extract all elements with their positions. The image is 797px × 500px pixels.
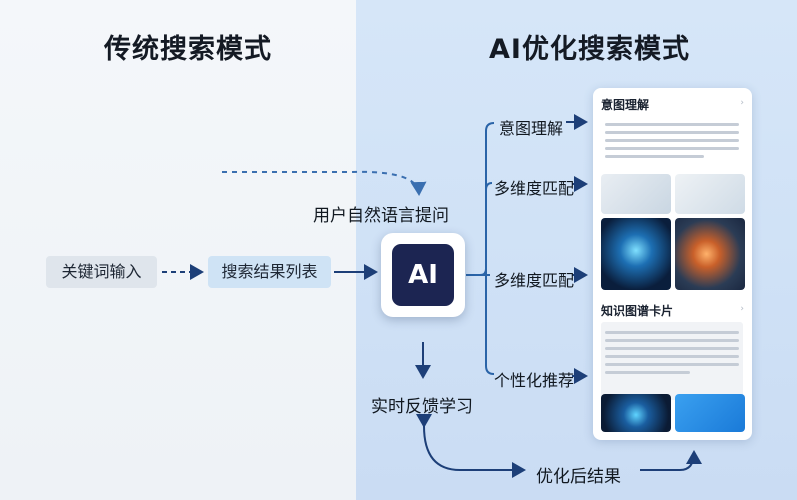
search-result-list-box: 搜索结果列表 [208,256,331,288]
ai-title: AI优化搜索模式 [489,34,690,65]
branch-label-multi-match-2: 多维度匹配 [494,271,575,290]
text-line [605,155,705,158]
data-sphere-image [601,394,671,432]
optimized-result-label: 优化后结果 [536,467,621,487]
intent-text-placeholder [601,118,743,163]
feedback-loop-curve [415,413,526,478]
chevron-right-icon: › [740,304,744,314]
text-line [605,331,739,334]
text-line [605,363,739,366]
traditional-title: 传统搜索模式 [104,34,272,65]
knowledge-text-placeholder [601,322,743,400]
natural-language-question-label: 用户自然语言提问 [313,206,449,226]
lab-equipment-image [601,174,671,214]
text-line [605,347,739,350]
panel-intent-heading: 意图理解 [601,98,650,112]
ai-icon: AI [392,244,454,306]
digital-chip-image [601,218,671,290]
text-line [605,355,739,358]
chevron-right-icon: › [740,98,744,108]
branch-trunk [466,122,495,276]
text-line [605,139,739,142]
blue-banner-image [675,394,745,432]
text-line [605,339,739,342]
branch-mid1 [485,182,493,191]
text-line [605,131,739,134]
arrow-result-to-panel [640,450,702,471]
text-line [605,147,739,150]
keyword-input-box: 关键词输入 [46,256,157,288]
ai-node: AI [381,233,465,317]
branch-lower [485,269,495,375]
dashed-curve-to-question [222,170,427,196]
branch-label-personalized: 个性化推荐 [494,371,575,390]
feedback-learning-label: 实时反馈学习 [371,397,473,417]
traditional-section-bg [0,0,356,500]
text-line [605,371,691,374]
text-line [605,123,739,126]
branch-label-intent: 意图理解 [499,119,564,138]
panel-knowledge-card-heading: 知识图谱卡片 [601,304,674,318]
branch-label-multi-match-1: 多维度匹配 [494,179,575,198]
office-chart-image [675,174,745,214]
globe-network-image [675,218,745,290]
result-panel: 意图理解 › 知识图谱卡片 › [593,88,752,440]
